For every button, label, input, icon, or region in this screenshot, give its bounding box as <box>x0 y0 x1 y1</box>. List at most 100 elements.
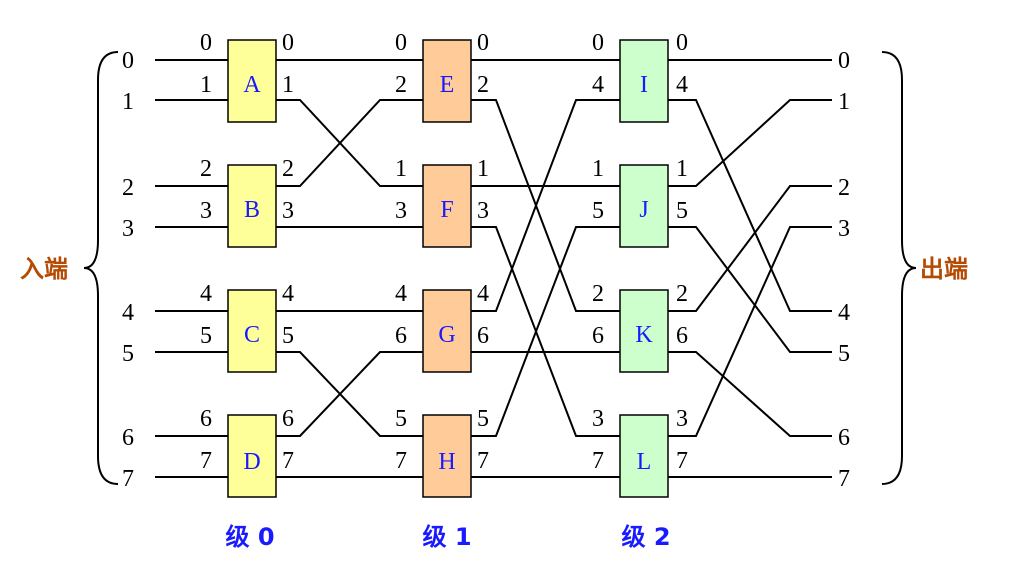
switch-box-i: I 0 4 0 4 <box>592 30 688 123</box>
wire-i-out4 <box>668 99 832 312</box>
switch-box-label: B <box>244 197 260 223</box>
port-in-label: 1 <box>200 72 212 98</box>
port-in-label: 4 <box>200 281 212 307</box>
input-number: 7 <box>122 466 134 492</box>
output-number: 2 <box>838 175 850 201</box>
switch-box-rect <box>422 164 472 248</box>
port-in-label: 7 <box>395 448 407 474</box>
switch-box-rect <box>422 39 472 123</box>
switch-box-label: K <box>635 322 653 348</box>
stage-0: A 0 1 0 1 B 2 3 2 3 C 4 5 4 5 D 6 7 6 <box>200 30 294 498</box>
port-in-label: 4 <box>592 72 604 98</box>
switch-box-b: B 2 3 2 3 <box>200 156 294 248</box>
port-out-label: 6 <box>676 323 688 349</box>
switch-box-rect <box>422 289 472 373</box>
port-out-label: 0 <box>676 30 688 56</box>
wire-k-out6 <box>668 351 832 437</box>
left-brace <box>83 51 119 485</box>
switch-box-label: J <box>639 197 648 223</box>
port-out-label: 6 <box>477 323 489 349</box>
port-in-label: 3 <box>592 406 604 432</box>
output-numbers: 0 1 2 3 4 5 6 7 <box>838 48 850 492</box>
switch-box-rect <box>227 414 277 498</box>
switch-box-rect <box>619 289 669 373</box>
port-in-label: 1 <box>592 156 604 182</box>
switch-box-label: E <box>440 72 455 98</box>
port-in-label: 5 <box>592 198 604 224</box>
wire-j-out1 <box>668 99 832 187</box>
output-number: 3 <box>838 216 850 242</box>
port-in-label: 7 <box>200 448 212 474</box>
switch-box-h: H 5 7 5 7 <box>395 406 489 498</box>
port-out-label: 5 <box>282 323 294 349</box>
input-number: 4 <box>122 300 134 326</box>
port-out-label: 3 <box>477 198 489 224</box>
output-number: 0 <box>838 48 850 74</box>
switch-box-rect <box>227 39 277 123</box>
output-number: 5 <box>838 341 850 367</box>
switch-box-label: L <box>637 449 652 475</box>
input-number: 3 <box>122 216 134 242</box>
input-numbers: 0 1 2 3 4 5 6 7 <box>122 48 134 492</box>
switch-box-f: F 1 3 1 3 <box>395 156 489 248</box>
port-in-label: 5 <box>395 406 407 432</box>
port-out-label: 1 <box>477 156 489 182</box>
switch-box-e: E 0 2 0 2 <box>395 30 489 123</box>
switch-box-rect <box>619 414 669 498</box>
port-in-label: 2 <box>592 281 604 307</box>
port-in-label: 2 <box>200 156 212 182</box>
port-in-label: 5 <box>200 323 212 349</box>
wire-d-g <box>276 351 423 437</box>
port-out-label: 0 <box>282 30 294 56</box>
port-in-label: 0 <box>200 30 212 56</box>
input-label: 入端 <box>20 255 68 283</box>
switch-box-c: C 4 5 4 5 <box>200 281 294 373</box>
port-in-label: 6 <box>592 323 604 349</box>
input-number: 2 <box>122 175 134 201</box>
switch-box-g: G 4 6 4 6 <box>395 281 489 373</box>
switch-box-label: G <box>438 322 455 348</box>
switch-box-label: I <box>640 72 648 98</box>
switch-box-label: D <box>243 449 260 475</box>
switch-box-a: A 0 1 0 1 <box>200 30 294 123</box>
port-in-label: 3 <box>200 198 212 224</box>
wire-j-out5 <box>668 226 832 353</box>
port-out-label: 1 <box>282 72 294 98</box>
switch-box-d: D 6 7 6 7 <box>200 406 294 498</box>
right-brace <box>881 51 917 485</box>
port-out-label: 1 <box>676 156 688 182</box>
output-number: 6 <box>838 425 850 451</box>
port-in-label: 0 <box>592 30 604 56</box>
port-out-label: 7 <box>477 448 489 474</box>
switch-box-rect <box>227 289 277 373</box>
wire-k-out2 <box>668 185 832 312</box>
output-number: 4 <box>838 300 850 326</box>
port-out-label: 2 <box>477 72 489 98</box>
input-number: 1 <box>122 89 134 115</box>
switch-box-label: A <box>243 72 261 98</box>
port-in-label: 3 <box>395 198 407 224</box>
wire-l-out3 <box>668 226 832 437</box>
port-out-label: 4 <box>676 72 688 98</box>
port-in-label: 2 <box>395 72 407 98</box>
port-out-label: 7 <box>282 448 294 474</box>
port-in-label: 4 <box>395 281 407 307</box>
wires <box>155 59 832 478</box>
output-label: 出端 <box>920 255 968 283</box>
port-out-label: 0 <box>477 30 489 56</box>
wire-h-j <box>471 226 620 437</box>
port-out-label: 3 <box>282 198 294 224</box>
switch-box-label: F <box>440 197 453 223</box>
stage-1: E 0 2 0 2 F 1 3 1 3 G 4 6 4 6 H 5 7 5 <box>395 30 489 498</box>
switch-box-rect <box>619 164 669 248</box>
port-in-label: 0 <box>395 30 407 56</box>
port-out-label: 5 <box>477 406 489 432</box>
stage-label: 级 2 <box>621 523 670 551</box>
stage-label: 级 1 <box>422 523 471 551</box>
input-number: 0 <box>122 48 134 74</box>
output-number: 7 <box>838 466 850 492</box>
switch-box-rect <box>619 39 669 123</box>
port-out-label: 7 <box>676 448 688 474</box>
port-out-label: 3 <box>676 406 688 432</box>
